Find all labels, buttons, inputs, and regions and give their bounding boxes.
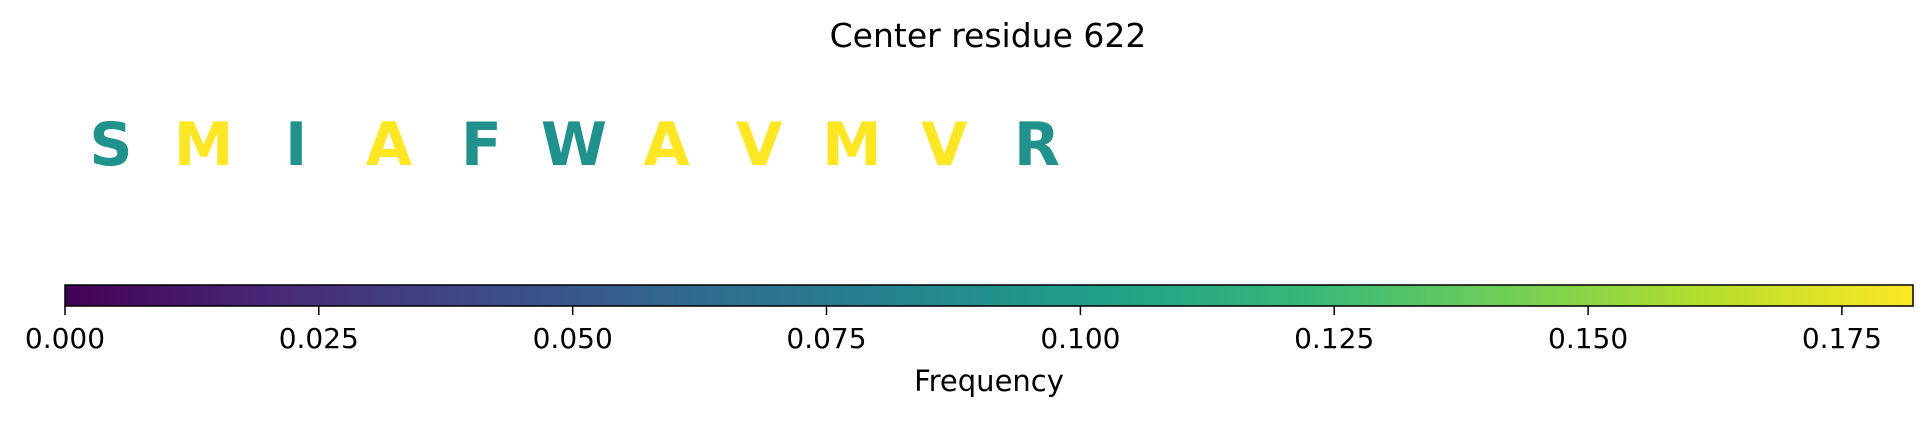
colorbar-label: Frequency [914,364,1064,398]
colorbar-ticks: 0.000 0.025 0.050 0.075 0.100 0.125 0.150 0.175 [25,306,1882,355]
residue-letter: A [366,110,413,180]
residue-letter: V [736,110,783,180]
colorbar-tick-label: 0.125 [1294,322,1374,355]
residue-letter: I [285,110,307,180]
residue-letter: S [89,110,132,180]
colorbar-tick-label: 0.050 [533,322,613,355]
residue-letter: W [541,110,607,180]
colorbar: 0.000 0.025 0.050 0.075 0.100 0.125 0.150 0.175… [25,284,1914,398]
colorbar-tick-label: 0.000 [25,322,105,355]
residue-letter: F [461,110,502,180]
residue-letter: R [1014,110,1060,180]
residue-letter: M [822,110,882,180]
colorbar-gradient [64,284,1914,307]
colorbar-tick-label: 0.075 [786,322,866,355]
chart-title: Center residue 622 [830,16,1147,55]
colorbar-tick-label: 0.025 [279,322,359,355]
colorbar-tick-label: 0.150 [1548,322,1628,355]
colorbar-tick-label: 0.100 [1040,322,1120,355]
residue-letter: M [174,110,234,180]
residue-letter: V [921,110,968,180]
residue-letter: A [643,110,690,180]
colorbar-tick-label: 0.175 [1802,322,1882,355]
